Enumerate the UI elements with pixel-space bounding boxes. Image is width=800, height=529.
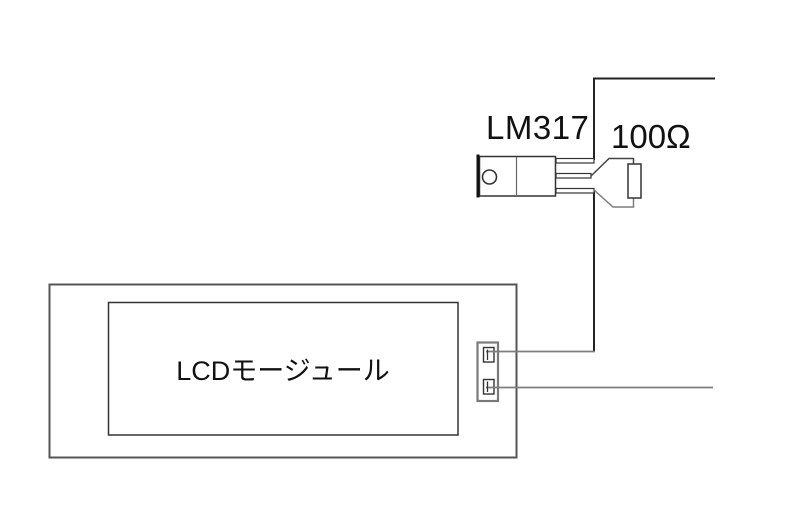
wire-resistor-top [590,157,635,177]
lcd-module-inner-box [107,301,459,436]
resistor-label: 100Ω [611,118,691,155]
lm317-mounting-hole [481,169,498,185]
lm317-lead-1 [555,157,595,164]
lm317-lead-3 [555,187,595,194]
lcd-module-label: LCDモージュール [176,356,390,386]
lcd-module-outer-box [48,283,518,459]
regulator-label: LM317 [486,109,590,146]
lcd-connector-pin-1 [482,346,495,363]
lm317-lead-2 [555,172,592,179]
resistor-body [627,163,642,199]
wire-resistor-bottom [593,189,635,208]
lcd-module-label-area: LCDモージュール [108,302,458,435]
wire-supply-top [593,77,715,160]
